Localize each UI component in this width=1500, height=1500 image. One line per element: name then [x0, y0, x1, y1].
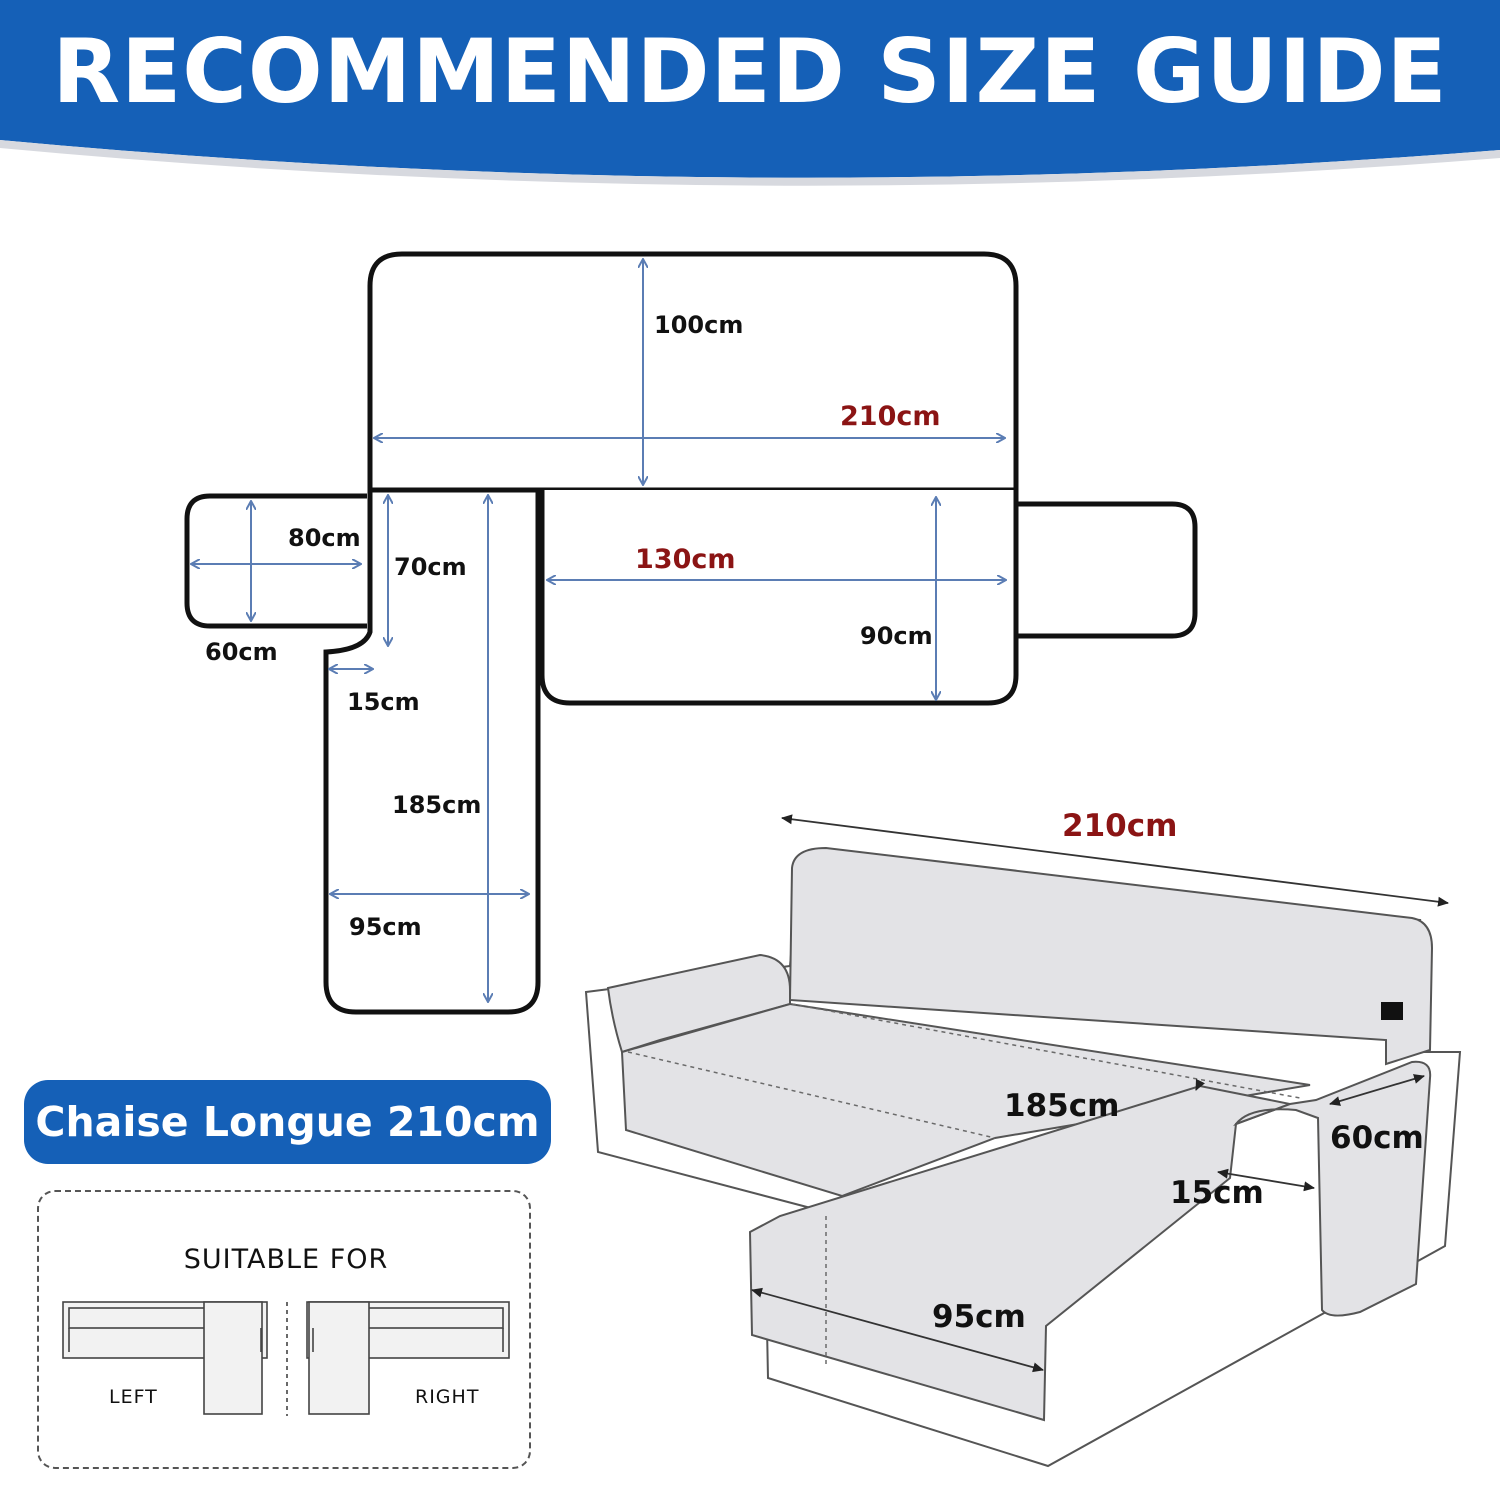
- left-label: LEFT: [109, 1386, 158, 1408]
- layout-dimension-arrows: [192, 260, 1005, 1001]
- left-arm-panel: [184, 493, 367, 629]
- label-sofa-gap: 15cm: [1170, 1175, 1264, 1211]
- label-sofa-total-width: 210cm: [1062, 808, 1178, 844]
- backrest-panel: [367, 251, 1019, 493]
- label-left-arm-height: 60cm: [205, 638, 278, 666]
- label-left-arm-width: 80cm: [288, 524, 361, 552]
- seat-panel: [539, 490, 1019, 706]
- label-chaise-length: 185cm: [392, 791, 482, 819]
- sofa-illustration: [584, 846, 1462, 1468]
- header-background: [0, 0, 1500, 186]
- left-orientation-sofa-icon: [62, 1301, 268, 1415]
- right-orientation-sofa-icon: [306, 1301, 510, 1415]
- label-backrest-width: 210cm: [840, 401, 941, 432]
- product-label: Chaise Longue 210cm: [35, 1098, 540, 1146]
- label-seat-width: 130cm: [635, 544, 736, 575]
- suitable-title: SUITABLE FOR: [183, 1244, 389, 1275]
- label-sofa-chaise-length: 185cm: [1004, 1088, 1120, 1124]
- label-backrest-height: 100cm: [654, 311, 744, 339]
- right-label: RIGHT: [415, 1386, 480, 1408]
- label-seat-depth: 90cm: [860, 622, 933, 650]
- page-title: RECOMMENDED SIZE GUIDE: [52, 20, 1448, 123]
- header-banner: RECOMMENDED SIZE GUIDE: [0, 0, 1500, 200]
- orientation-diagrams: [62, 1301, 510, 1416]
- label-sofa-arm-depth: 60cm: [1330, 1120, 1424, 1156]
- sofa-dimension-arrows: [751, 814, 1449, 1373]
- strap-buckle: [1381, 1002, 1403, 1020]
- label-chaise-width: 95cm: [349, 913, 422, 941]
- suitable-for-box: SUITABLE FOR LEFT RIGHT: [37, 1190, 531, 1469]
- label-sofa-chaise-width: 95cm: [932, 1299, 1026, 1335]
- label-flap: 70cm: [394, 553, 467, 581]
- right-arm-panel: [1016, 501, 1198, 639]
- sofa-right-arm-cover: [1233, 1060, 1432, 1317]
- product-badge: Chaise Longue 210cm: [24, 1080, 551, 1164]
- label-gap: 15cm: [347, 688, 420, 716]
